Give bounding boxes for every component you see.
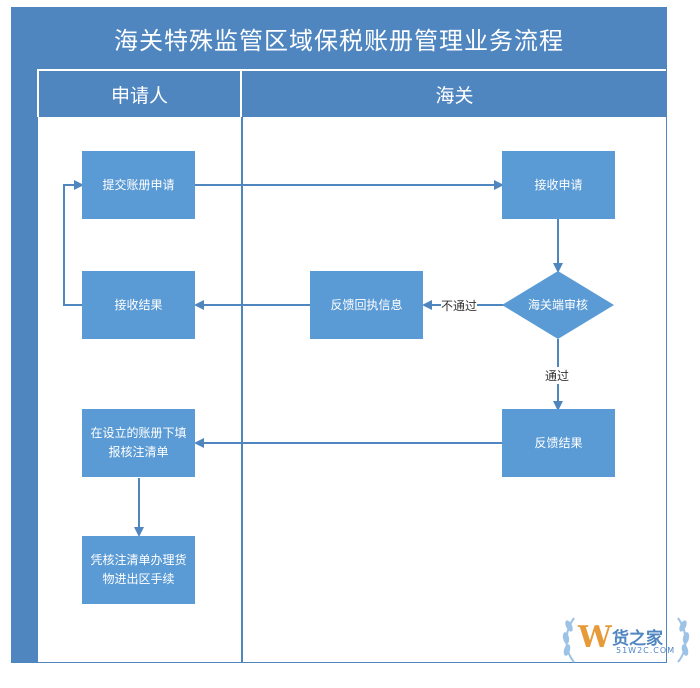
node-submit: 提交账册申请	[82, 151, 195, 219]
node-feedback-receipt: 反馈回执信息	[310, 271, 423, 339]
edge-label-rejected: 不通过	[441, 297, 478, 314]
node-feedback-result: 反馈结果	[502, 409, 615, 477]
watermark-letter: W	[578, 620, 612, 655]
diagram-title: 海关特殊监管区域保税账册管理业务流程	[11, 7, 667, 69]
left-strip	[11, 69, 37, 663]
edge-label-passed: 通过	[545, 367, 570, 384]
laurel-icon	[562, 617, 690, 663]
node-receive-apply: 接收申请	[502, 151, 615, 219]
node-review: 海关端审核	[527, 297, 588, 312]
watermark-brand: 货之家	[612, 629, 663, 649]
watermark-site: 51W2C.COM	[616, 646, 676, 655]
node-process: 凭核注清单办理货物进出区手续	[82, 536, 195, 604]
node-fill-in: 在设立的账册下填报核注清单	[82, 409, 195, 477]
watermark-logo: W 货之家 51W2C.COM	[560, 612, 690, 668]
arrow-result-loop-to-submit	[63, 180, 84, 306]
node-receive-result: 接收结果	[82, 271, 195, 339]
lane-header-applicant: 申请人	[39, 71, 240, 117]
node-review-diamond	[502, 271, 614, 339]
lane-header-customs: 海关	[242, 71, 667, 117]
